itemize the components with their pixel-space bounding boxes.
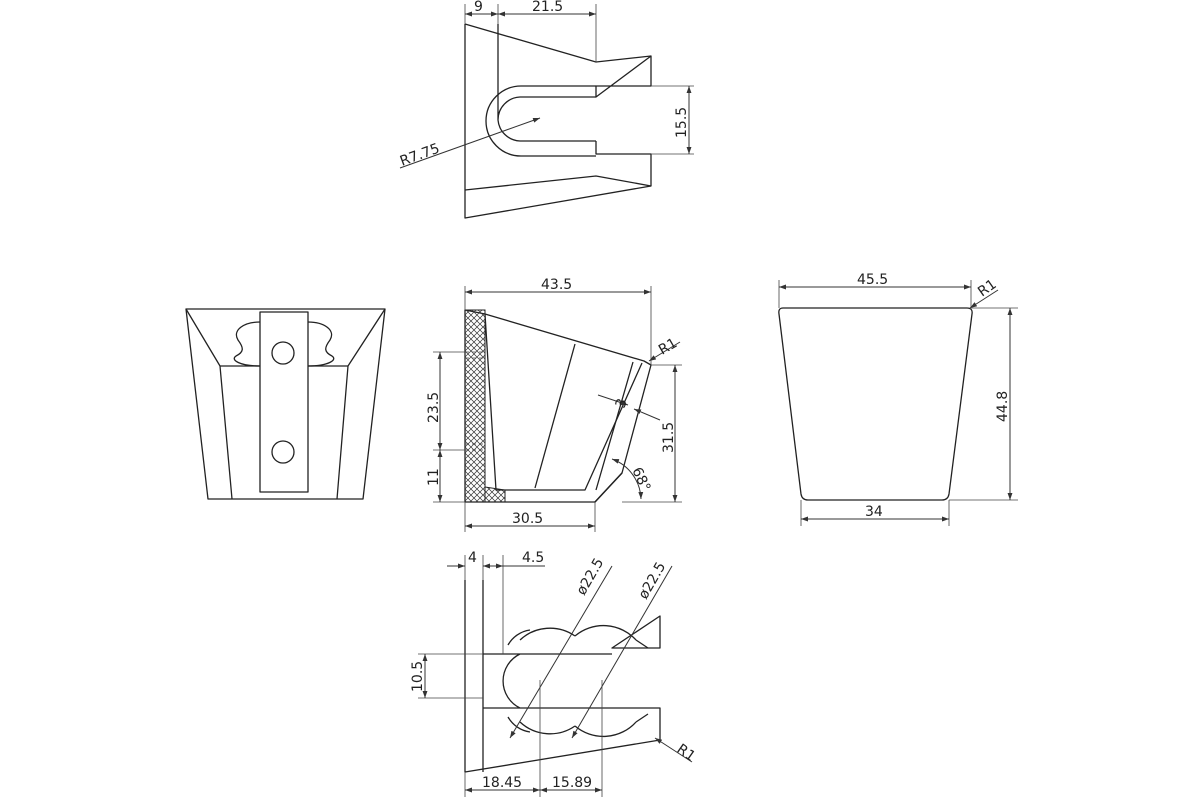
side-dim-r1: R1 bbox=[975, 276, 999, 300]
bottom-dim-dia-right: ø22.5 bbox=[636, 560, 670, 602]
section-dim-68deg: 68° bbox=[628, 465, 653, 494]
top-dim-15-5: 15.5 bbox=[674, 107, 690, 138]
side-dim-34: 34 bbox=[865, 504, 883, 520]
front-view-strap bbox=[259, 311, 309, 493]
top-view-inner-edge-upper bbox=[464, 23, 652, 63]
bottom-dim-4-5: 4.5 bbox=[522, 550, 544, 566]
front-view-hole-lower bbox=[271, 440, 295, 464]
section-view: 43.5 R1 3 23.5 11 31.5 68° 30.5 bbox=[426, 277, 682, 532]
bottom-dim-18-45: 18.45 bbox=[482, 775, 522, 791]
bottom-view-lobe-left bbox=[519, 627, 576, 735]
top-dim-r7-75: R7.75 bbox=[398, 141, 442, 170]
bottom-view-slot bbox=[483, 653, 612, 709]
front-view bbox=[185, 308, 386, 500]
section-hatch-base bbox=[484, 486, 506, 503]
bottom-view: 4 4.5 ø22.5 ø22.5 10.5 R1 18.45 15.89 bbox=[410, 550, 698, 797]
side-view: 45.5 R1 44.8 34 bbox=[778, 272, 1018, 526]
side-view-outline bbox=[778, 307, 973, 501]
bottom-dim-4: 4 bbox=[468, 550, 477, 566]
bottom-view-outline bbox=[464, 580, 661, 773]
section-hatch-wall bbox=[464, 309, 486, 503]
section-dim-11: 11 bbox=[426, 468, 442, 486]
top-view: 9 21.5 R7.75 15.5 bbox=[398, 0, 694, 219]
top-view-slot bbox=[497, 24, 596, 142]
bottom-dim-10-5: 10.5 bbox=[410, 661, 426, 692]
section-dim-43-5: 43.5 bbox=[541, 277, 572, 293]
front-view-outline bbox=[185, 308, 386, 500]
bottom-view-lobe-right bbox=[574, 624, 649, 738]
top-view-outline bbox=[464, 24, 652, 219]
top-dim-21-5: 21.5 bbox=[532, 0, 563, 15]
front-view-hole-upper bbox=[271, 341, 295, 365]
side-dim-45-5: 45.5 bbox=[857, 272, 888, 288]
side-dim-44-8: 44.8 bbox=[995, 391, 1011, 422]
section-dim-30-5: 30.5 bbox=[512, 511, 543, 527]
bottom-dim-r1: R1 bbox=[674, 741, 698, 765]
top-view-slot-arc bbox=[485, 85, 596, 157]
bottom-dim-dia-left: ø22.5 bbox=[574, 556, 608, 598]
section-dim-31-5: 31.5 bbox=[661, 422, 677, 453]
bottom-dim-15-89: 15.89 bbox=[552, 775, 592, 791]
section-dim-23-5: 23.5 bbox=[426, 392, 442, 423]
top-view-inner-edge-lower bbox=[464, 175, 652, 191]
top-dim-9: 9 bbox=[474, 0, 483, 15]
front-view-lobes bbox=[233, 321, 335, 367]
